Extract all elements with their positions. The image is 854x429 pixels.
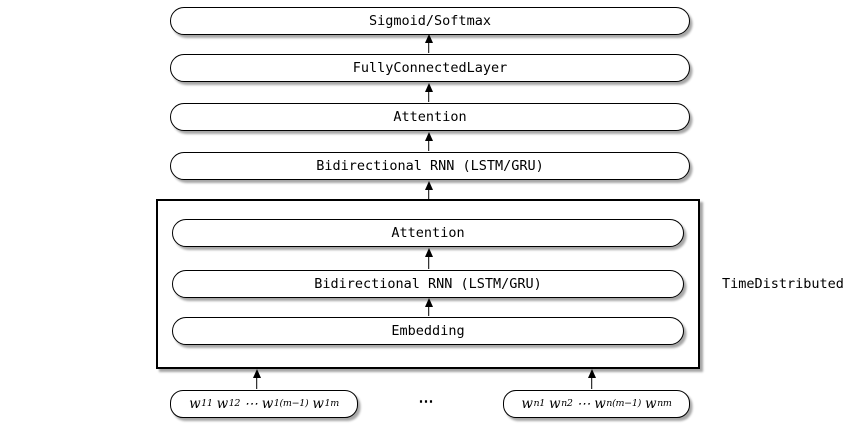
layer-box-embedding: Embedding [172,317,684,345]
arrowhead-icon [424,298,433,307]
up-arrow-icon [424,248,433,269]
arrowhead-icon [424,248,433,257]
time-distributed-container: Attention Bidirectional RNN (LSTM/GRU) E… [156,199,700,369]
arrow-shaft [590,375,593,389]
arrow-shaft [427,89,430,102]
arrow-shaft [427,304,430,316]
arrow-shaft [427,40,430,53]
layer-box-fully-connected: FullyConnectedLayer [170,54,690,82]
arrow-shaft [427,138,430,151]
up-arrow-icon [252,369,261,389]
arrow-shaft [427,254,430,269]
up-arrow-icon [424,34,433,53]
between-inputs-ellipsis: ⋯ [418,392,434,410]
layer-box-sigmoid-softmax: Sigmoid/Softmax [170,7,690,35]
layer-box-birnn-word: Bidirectional RNN (LSTM/GRU) [172,270,684,298]
arrowhead-icon [252,369,261,378]
arrow-shaft [255,375,258,389]
time-distributed-label: TimeDistributed [722,276,844,292]
layer-box-attention-sentence: Attention [170,103,690,131]
up-arrow-icon [424,181,433,199]
arrowhead-icon [424,34,433,43]
arrow-shaft [427,187,430,199]
arrowhead-icon [424,181,433,190]
layer-box-attention-word: Attention [172,219,684,247]
up-arrow-icon [587,369,596,389]
arrowhead-icon [424,83,433,92]
up-arrow-icon [424,132,433,151]
arrowhead-icon [424,132,433,141]
layer-box-birnn-sentence: Bidirectional RNN (LSTM/GRU) [170,152,690,180]
up-arrow-icon [424,83,433,102]
up-arrow-icon [424,298,433,316]
arrowhead-icon [587,369,596,378]
